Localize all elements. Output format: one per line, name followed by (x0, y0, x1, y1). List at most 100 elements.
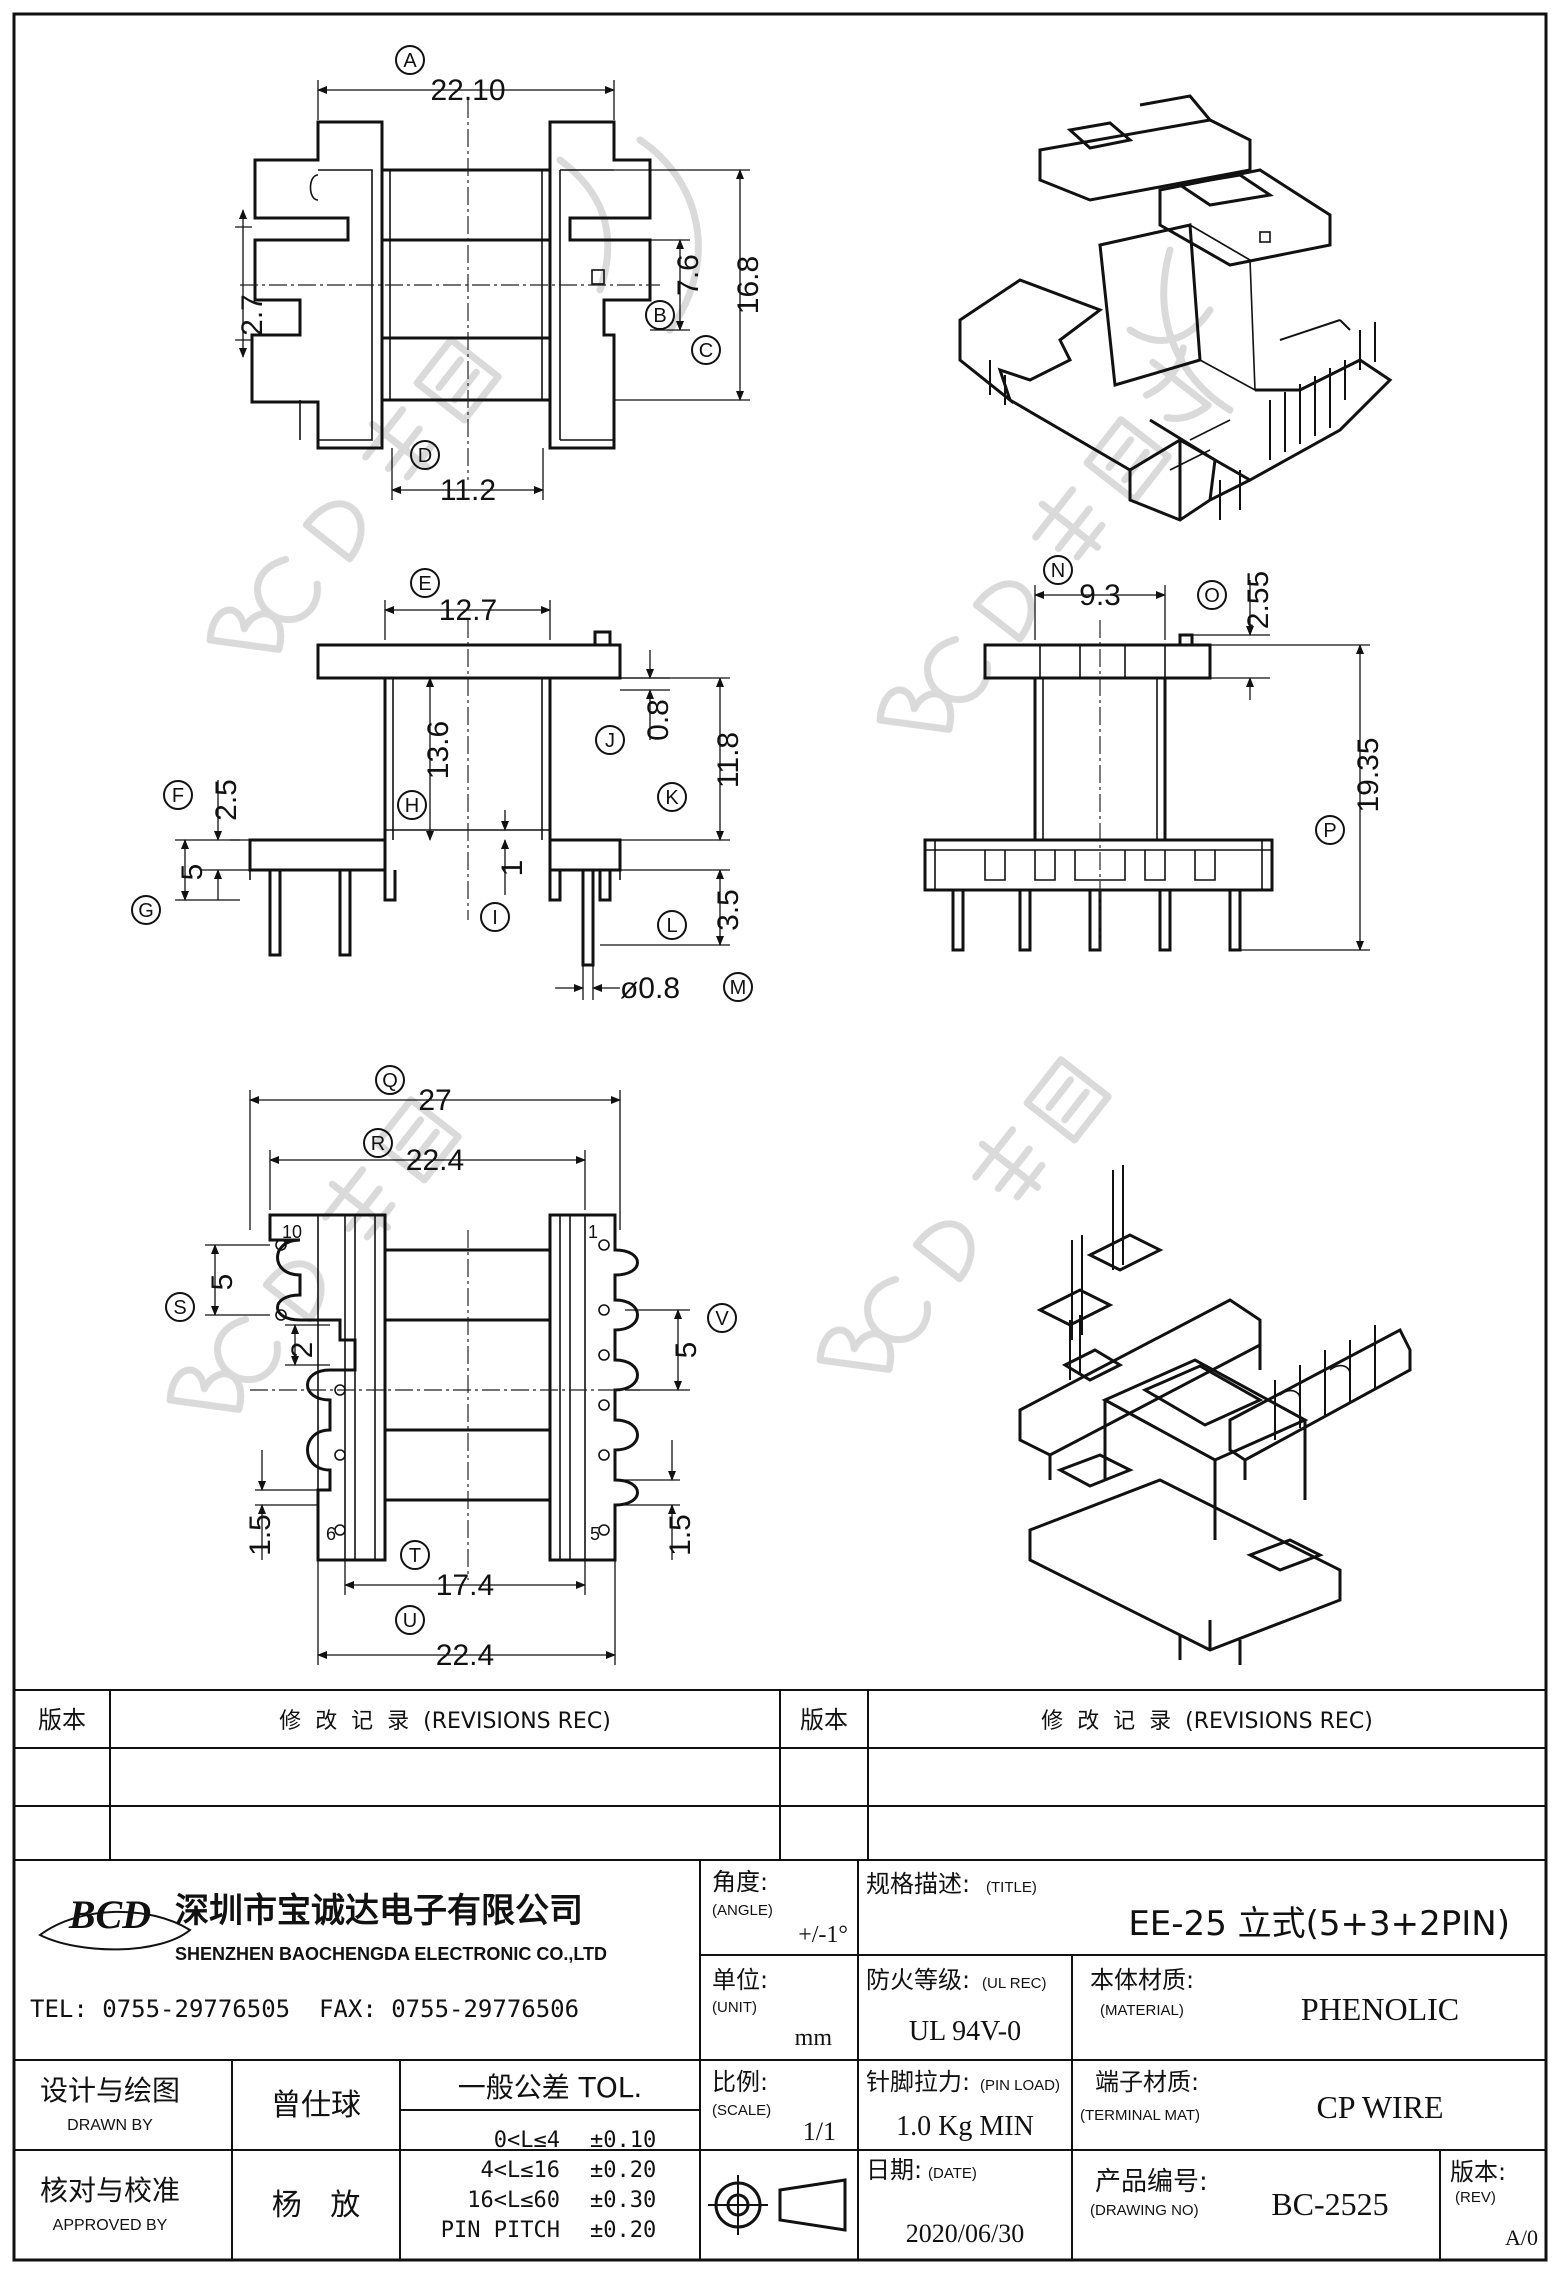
scale-value: 1/1 (803, 2117, 836, 2146)
terminal-label: 端子材质: (1095, 2068, 1199, 2096)
rev-right-records-header: 修 改 记 录 (REVISIONS REC) (1041, 1709, 1373, 1734)
scale-label-en: (SCALE) (712, 2102, 771, 2119)
terminal-label-en: (TERMINAL MAT) (1080, 2107, 1200, 2124)
top-view: 22.10 A 2.7 7.6 B 16.8 C 11.2 D (235, 45, 765, 507)
dim-r-value: 22.4 (406, 1144, 464, 1177)
balloon-c-label: C (699, 340, 713, 362)
pinload-value: 1.0 Kg MIN (896, 2111, 1034, 2142)
balloon-f-label: F (172, 785, 184, 807)
date-label: 日期: (866, 2156, 922, 2184)
projection-symbol-icon (708, 2175, 847, 2235)
company-logo: BCD (38, 1892, 192, 1951)
balloon-q (375, 1065, 405, 1095)
balloon-t (400, 1540, 430, 1570)
approver-label: 核对与校准 (40, 2174, 180, 2207)
dim-c-value: 16.8 (732, 256, 765, 314)
balloon-u (395, 1605, 425, 1635)
dim-u-value: 22.4 (436, 1639, 494, 1672)
dim-n-value: 9.3 (1079, 579, 1121, 612)
designer-label-en: DRAWN BY (67, 2117, 153, 2134)
company-name-en: SHENZHEN BAOCHENGDA ELECTRONIC CO.,LTD (175, 1944, 607, 1964)
rev-label-en: (REV) (1455, 2189, 1496, 2206)
company-name-cn: 深圳市宝诚达电子有限公司 (175, 1891, 583, 1931)
balloon-q-label: Q (382, 1070, 398, 1092)
watermark (166, 136, 1234, 1413)
balloon-v-label: V (715, 1308, 729, 1330)
date-label-en: (DATE) (928, 2165, 977, 2182)
dim-2-7-value: 2.7 (236, 294, 269, 336)
isometric-view-2 (1018, 1165, 1412, 1665)
balloon-l (657, 910, 687, 940)
balloon-p (1315, 815, 1345, 845)
designer-name: 曾仕球 (271, 2088, 361, 2123)
pin-10-label: 10 (282, 1222, 302, 1242)
isometric-view-1 (958, 94, 1393, 522)
balloon-a (395, 45, 425, 75)
title-block: BCD 深圳市宝诚达电子有限公司 SHENZHEN BAOCHENGDA ELE… (13, 1859, 1547, 2261)
rev-value: A/0 (1505, 2225, 1538, 2250)
dim-2-value: 2 (286, 1342, 319, 1359)
balloon-n-label: N (1051, 560, 1065, 582)
material-value: PHENOLIC (1301, 1991, 1459, 2027)
tol-row-2-range: 4<L≤16 (481, 2158, 560, 2183)
balloon-r (363, 1128, 393, 1158)
balloon-j (595, 725, 625, 755)
balloon-f (163, 780, 193, 810)
balloon-h (397, 790, 427, 820)
dim-b-value: 7.6 (672, 254, 705, 296)
balloon-i-label: I (492, 907, 498, 929)
drawing-no-label: 产品编号: (1095, 2167, 1208, 2197)
dim-t-value: 17.4 (436, 1569, 494, 1602)
unit-value: mm (795, 2025, 833, 2051)
angle-value: +/-1° (798, 1922, 848, 1948)
tol-row-1-range: 0<L≤4 (494, 2128, 560, 2153)
unit-label-en: (UNIT) (712, 1999, 757, 2016)
dim-p-value: 19.35 (1352, 737, 1385, 812)
scale-label: 比例: (712, 2068, 768, 2096)
tol-row-4-value: ±0.20 (590, 2218, 656, 2243)
pin-5-label: 5 (590, 1524, 600, 1544)
angle-label-en: (ANGLE) (712, 1902, 773, 1919)
tol-row-1-value: ±0.10 (590, 2128, 656, 2153)
balloon-p-label: P (1323, 820, 1336, 842)
balloon-d (410, 440, 440, 470)
dim-f-value: 2.5 (210, 779, 243, 821)
dim-o-value: 2.55 (1242, 571, 1275, 629)
dim-m-value: ø0.8 (620, 972, 680, 1005)
dim-j-value: 0.8 (642, 699, 675, 741)
dim-l-value: 3.5 (712, 889, 745, 931)
rev-left-records-header: 修 改 记 录 (REVISIONS REC) (279, 1709, 611, 1734)
bottom-view: 10 1 6 5 27 Q 22.4 R 5 S 2 5 V (165, 1065, 737, 1672)
balloon-m-label: M (730, 977, 747, 999)
rev-label: 版本: (1450, 2158, 1506, 2186)
balloon-t-label: T (409, 1545, 421, 1567)
balloon-k (657, 782, 687, 812)
front-view: 12.7 E 2.5 F 5 G 13.6 H 1 I 0.8 (131, 568, 753, 1005)
balloon-o-label: O (1204, 585, 1220, 607)
material-label-en: (MATERIAL) (1100, 2002, 1184, 2019)
tol-row-4-range: PIN PITCH (441, 2218, 560, 2243)
unit-label: 单位: (712, 1966, 768, 1994)
balloon-g (131, 895, 161, 925)
balloon-m (723, 972, 753, 1002)
balloon-v (707, 1303, 737, 1333)
dim-a-value: 22.10 (430, 74, 505, 107)
dim-i-value: 1 (496, 860, 529, 877)
title-label: 规格描述: (866, 1870, 970, 1898)
dim-d-value: 11.2 (440, 474, 496, 507)
company-logo-text: BCD (68, 1892, 151, 1937)
balloon-n (1043, 555, 1073, 585)
balloon-r-label: R (371, 1133, 385, 1155)
pinload-label: 针脚拉力: (866, 2068, 970, 2096)
revisions-table: 版本 修 改 记 录 (REVISIONS REC) 版本 修 改 记 录 (R… (13, 1689, 1547, 1861)
dim-k-value: 11.8 (712, 732, 745, 788)
dim-g-value: 5 (176, 864, 209, 881)
balloon-d-label: D (418, 445, 432, 467)
tolerance-label: 一般公差 TOL. (458, 2071, 643, 2104)
balloon-s (165, 1292, 195, 1322)
dim-q-value: 27 (418, 1084, 451, 1117)
balloon-l-label: L (666, 915, 677, 937)
date-value: 2020/06/30 (906, 2219, 1024, 2248)
dim-s-value: 5 (206, 1274, 239, 1291)
